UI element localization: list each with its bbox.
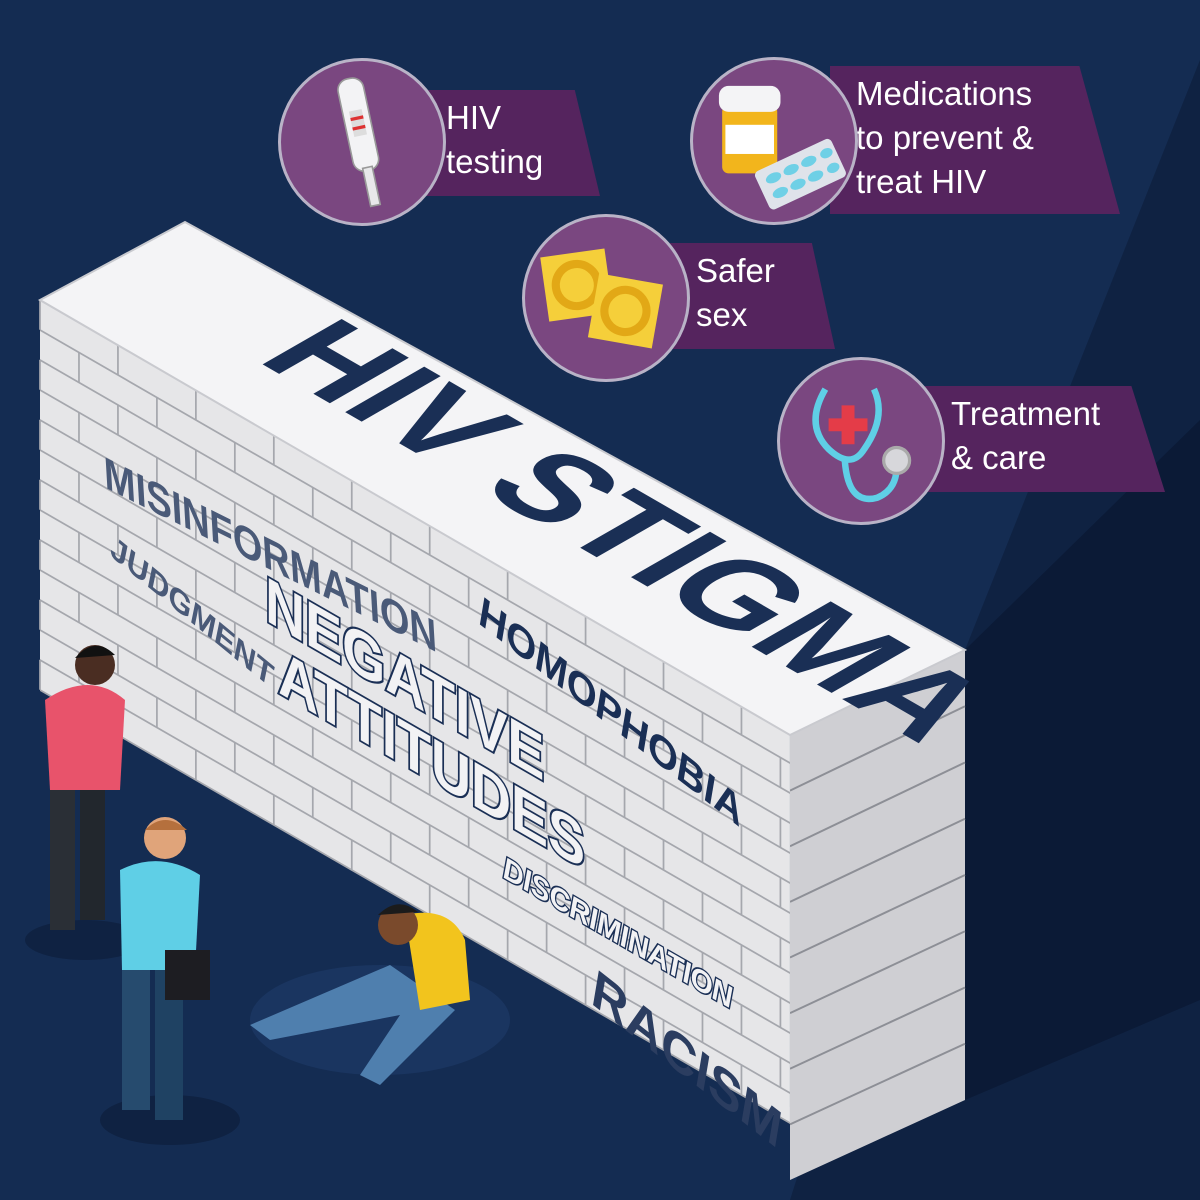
brick-course — [40, 599, 790, 1034]
brick-course — [789, 930, 966, 1015]
stethoscope-icon — [777, 357, 945, 525]
brick-course — [789, 705, 966, 792]
service-label-line: Medications — [856, 75, 1033, 112]
brick-course — [789, 1042, 966, 1126]
person-sitting-yellow-shirt — [250, 904, 510, 1085]
brick-course — [40, 569, 790, 1004]
brick-course — [40, 659, 790, 1094]
person-standing-red-shirt — [25, 645, 145, 960]
brick-course — [40, 509, 790, 944]
service-label-line: Treatment — [951, 395, 1101, 432]
brick-course — [789, 817, 966, 903]
brick-course — [789, 761, 966, 848]
service-label-line: testing — [446, 143, 544, 180]
brick-course — [789, 874, 966, 959]
brick-course — [40, 689, 790, 1124]
service-label-line: HIV — [446, 99, 502, 136]
person-standing-blue-shirt — [100, 817, 240, 1145]
brick-course — [40, 479, 790, 914]
service-label-line: Safer — [696, 252, 775, 289]
brick-course — [40, 359, 790, 794]
service-label-line: to prevent & — [856, 119, 1034, 156]
brick-course — [40, 329, 790, 764]
service-label-line: & care — [951, 439, 1047, 476]
brick-course — [789, 986, 966, 1070]
service-label-line: treat HIV — [856, 163, 987, 200]
wall-end-face — [789, 650, 966, 1180]
brick-course — [40, 449, 790, 884]
brick-course — [40, 419, 790, 854]
brick-course — [40, 389, 790, 824]
wall-front-face: MISINFORMATION JUDGMENT NEGATIVE ATTITUD… — [39, 299, 790, 1160]
condom-icon — [522, 214, 690, 382]
pill-bottle-blister-icon — [690, 57, 858, 225]
brick-course — [40, 629, 790, 1064]
service-label-line: sex — [696, 296, 748, 333]
brick-course — [40, 539, 790, 974]
hiv-test-kit-icon — [278, 58, 446, 226]
